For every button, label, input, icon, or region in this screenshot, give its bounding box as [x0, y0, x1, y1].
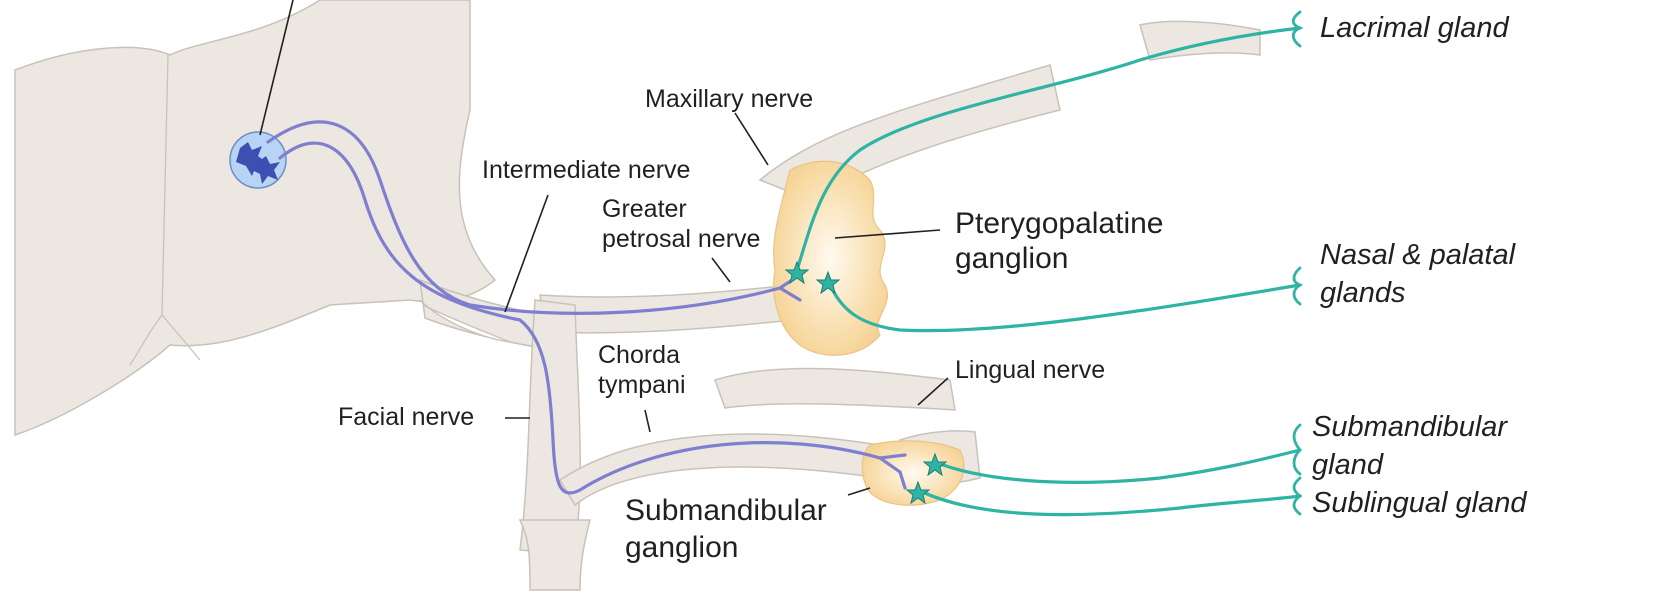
lingual-nerve-label: Lingual nerve — [955, 356, 1105, 384]
gland-terminals — [1293, 12, 1300, 514]
nasal-palatal-label-line1: Nasal & palatal — [1320, 239, 1517, 271]
chorda-tympani-label-line1: Chorda — [598, 341, 680, 369]
pterygopalatine-label-line2: ganglion — [955, 242, 1068, 275]
pterygopalatine-label-line1: Pterygopalatine — [955, 207, 1163, 240]
submandibular-ganglion-label-line2: ganglion — [625, 531, 738, 564]
facial-nerve-label: Facial nerve — [338, 403, 474, 431]
intermediate-nerve-label: Intermediate nerve — [482, 156, 690, 184]
pterygopalatine-ganglion — [774, 161, 888, 355]
submandibular-gland-label-line2: gland — [1312, 449, 1384, 481]
chorda-tympani-label-line2: tympani — [598, 371, 686, 399]
lacrimal-gland-label: Lacrimal gland — [1320, 12, 1509, 44]
greater-petrosal-label-line1: Greater — [602, 195, 687, 223]
submandibular-gland-label-line1: Submandibular — [1312, 411, 1508, 443]
brainstem — [15, 0, 495, 435]
greater-petrosal-label-line2: petrosal nerve — [602, 225, 760, 253]
sublingual-gland-label: Sublingual gland — [1312, 487, 1527, 519]
salivatory-nucleus — [230, 132, 286, 188]
maxillary-nerve-label: Maxillary nerve — [645, 85, 813, 113]
submandibular-ganglion-label-line1: Submandibular — [625, 494, 827, 527]
nasal-palatal-label-line2: glands — [1320, 277, 1405, 309]
